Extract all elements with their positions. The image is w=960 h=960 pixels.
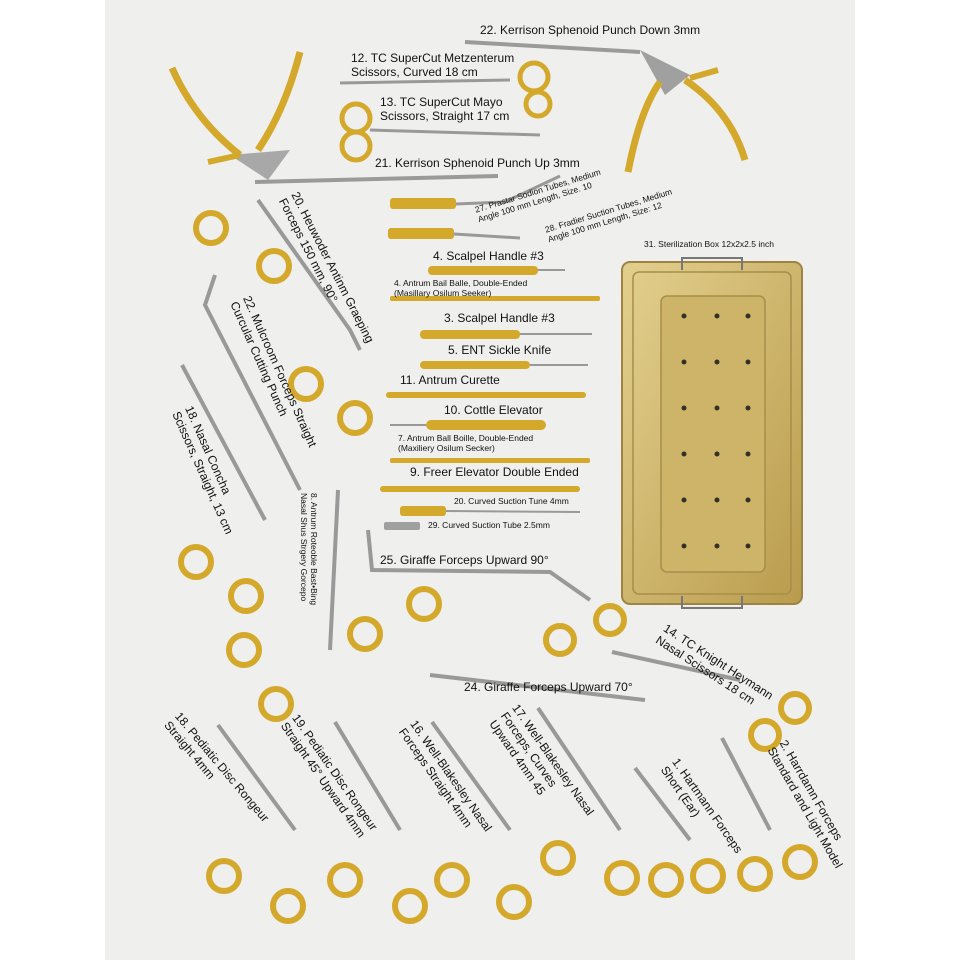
label-antrum-rotatable: 8. Antrum Roteoble Bast•Bing Nasal Shus … bbox=[299, 493, 319, 606]
metzenbaum-scissors bbox=[339, 60, 553, 119]
label-suction-tube-4mm: 20. Curved Suction Tune 4mm bbox=[454, 496, 569, 506]
label-mayo-scissors: 13. TC SuperCut Mayo Scissors, Straight … bbox=[380, 95, 510, 123]
frazier-suction-tubes bbox=[388, 174, 561, 240]
label-suction-tube-2-5mm: 29. Curved Suction Tube 2.5mm bbox=[428, 520, 550, 530]
bottom-forceps bbox=[206, 706, 818, 924]
label-antrum-ball-7: 7. Antrum Ball Boille, Double-Ended (Max… bbox=[398, 433, 534, 453]
label-giraffe-forceps-70: 24. Giraffe Forceps Upward 70° bbox=[464, 680, 633, 694]
label-giraffe-forceps-90: 25. Giraffe Forceps Upward 90° bbox=[380, 553, 549, 567]
label-kerrison-punch-up: 21. Kerrison Sphenoid Punch Up 3mm bbox=[375, 156, 580, 170]
mayo-scissors bbox=[339, 101, 541, 163]
kerrison-punch-down bbox=[464, 40, 749, 173]
giraffe-forceps-70 bbox=[347, 586, 646, 702]
label-scalpel-handle-4: 4. Scalpel Handle #3 bbox=[433, 249, 544, 263]
giraffe-forceps-90 bbox=[366, 529, 627, 657]
kerrison-punch-up bbox=[168, 51, 499, 184]
knight-heymann-scissors bbox=[611, 650, 812, 752]
nasal-concha-scissors bbox=[178, 364, 267, 614]
mulcroom-forceps bbox=[193, 210, 302, 491]
label-antrum-curette: 11. Antrum Curette bbox=[400, 373, 500, 387]
sterilization-box bbox=[621, 257, 803, 609]
label-cottle-elevator: 10. Cottle Elevator bbox=[444, 403, 543, 417]
label-antrum-ball-4: 4. Antrum Bail Balle, Double-Ended (Masi… bbox=[394, 278, 528, 298]
label-scalpel-handle-3: 3. Scalpel Handle #3 bbox=[444, 311, 555, 325]
label-sterilization-box: 31. Sterilization Box 12x2x2.5 inch bbox=[644, 239, 774, 249]
label-kerrison-punch-down: 22. Kerrison Sphenoid Punch Down 3mm bbox=[480, 23, 701, 37]
antrum-rotatable-forceps bbox=[226, 489, 340, 722]
label-sickle-knife: 5. ENT Sickle Knife bbox=[448, 343, 552, 357]
handle-instruments bbox=[380, 266, 600, 530]
label-metzenbaum-scissors: 12. TC SuperCut Metzenterum Scissors, Cu… bbox=[351, 51, 515, 79]
heuwieser-forceps bbox=[256, 198, 373, 436]
label-freer-elevator: 9. Freer Elevator Double Ended bbox=[410, 465, 579, 479]
